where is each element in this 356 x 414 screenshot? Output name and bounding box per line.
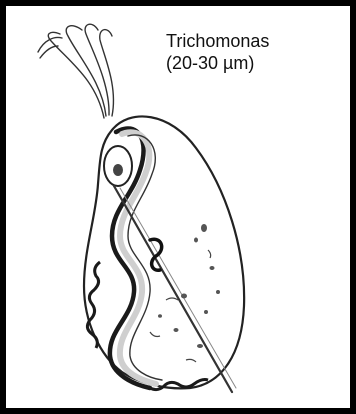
flagellum-tip-1 xyxy=(40,46,58,58)
flagellum-1 xyxy=(48,32,104,118)
nucleus xyxy=(104,146,132,186)
anterior-flagella xyxy=(38,24,113,118)
flagellum-tip-2 xyxy=(38,38,62,52)
